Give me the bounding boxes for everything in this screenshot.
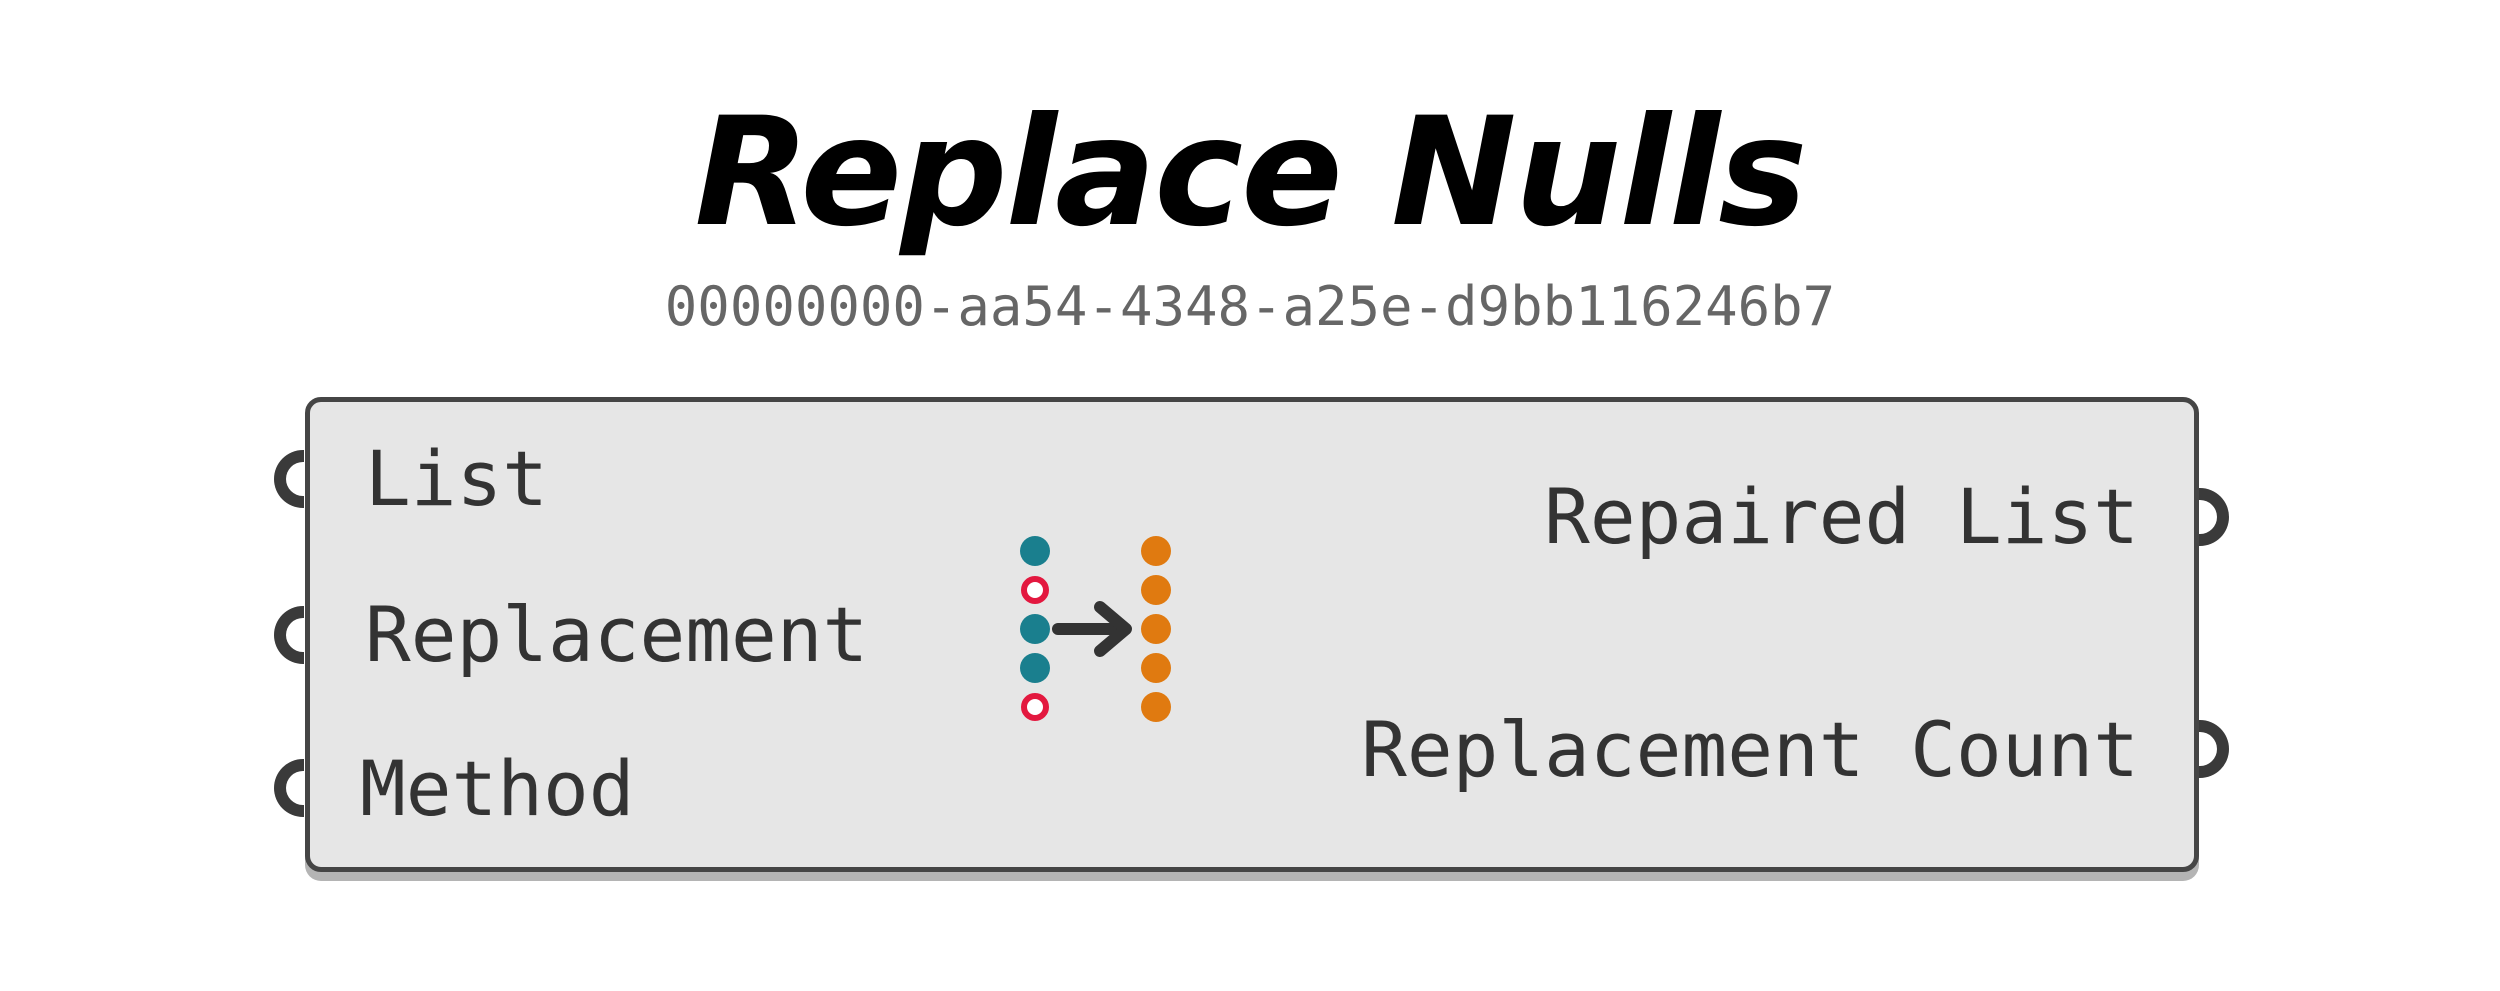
component-box[interactable] [305,397,2199,872]
null-dot-icon [1021,693,1049,721]
result-dot-icon [1141,575,1171,605]
item-dot-icon [1020,653,1050,683]
item-dot-icon [1020,536,1050,566]
input-label-list: List [365,434,549,523]
output-label-replacement-count: Replacement Count [1361,705,2139,794]
input-label-replacement: Replacement [365,590,869,679]
component-guid: 00000000-aa54-4348-a25e-d9bb116246b7 [664,275,1836,338]
input-grip-method[interactable] [274,759,304,817]
result-dot-icon [1141,614,1171,644]
output-label-repaired-list: Repaired List [1544,472,2139,561]
input-grip-replacement[interactable] [274,606,304,664]
result-dot-icon [1141,653,1171,683]
replace-nulls-icon [1020,536,1171,722]
result-dot-icon [1141,692,1171,722]
component-title: Replace Nulls [694,86,1807,260]
input-grip-list[interactable] [274,450,304,508]
input-label-method: Method [360,744,635,833]
item-dot-icon [1020,614,1050,644]
arrow-head-icon [1094,601,1132,657]
output-grip-replacement-count[interactable] [2199,720,2229,778]
result-dot-icon [1141,536,1171,566]
null-dot-icon [1021,576,1049,604]
output-grip-repaired-list[interactable] [2199,488,2229,546]
